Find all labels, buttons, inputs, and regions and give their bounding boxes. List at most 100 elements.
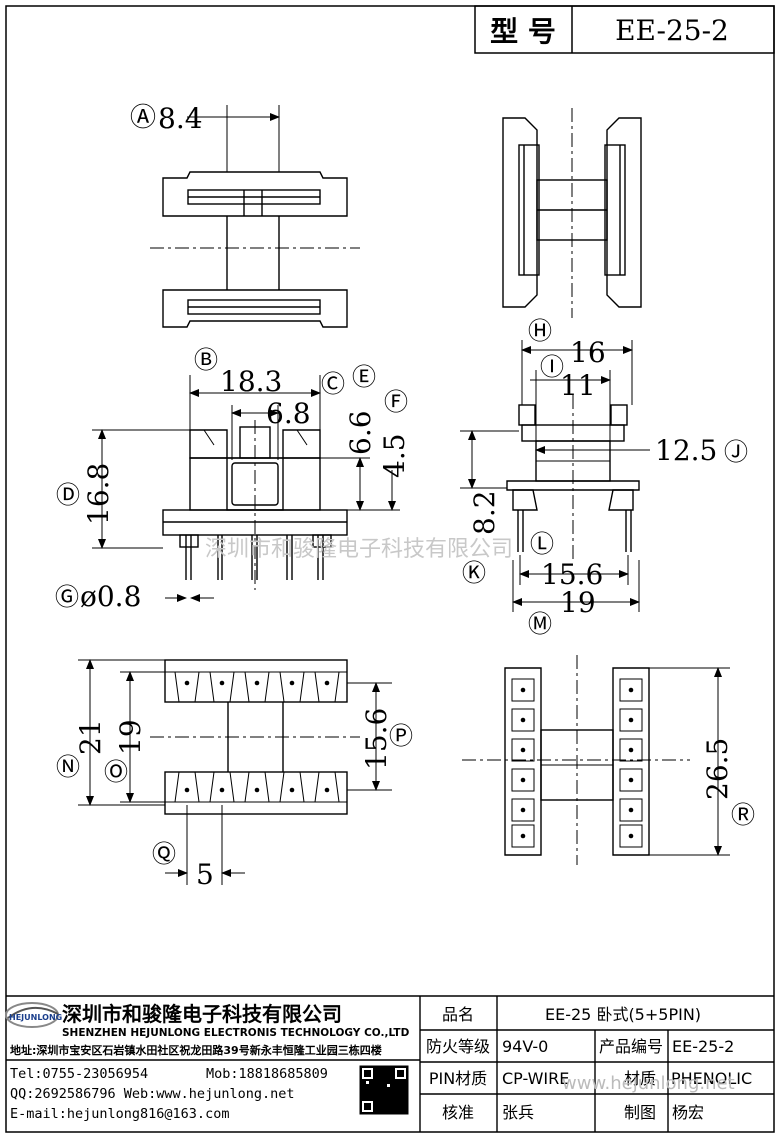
model-box: 型 号 EE-25-2	[474, 5, 775, 54]
label-o: Ⓞ	[104, 758, 128, 786]
pin-hole	[520, 807, 526, 813]
dim-height-f: 4.5	[378, 433, 411, 478]
pin-slot	[314, 671, 340, 703]
spec-code-label: 产品编号	[599, 1037, 663, 1056]
label-p: Ⓟ	[389, 722, 413, 750]
pin-slot	[209, 771, 235, 803]
label-a: Ⓐ	[130, 103, 156, 133]
pin-pad	[511, 708, 535, 732]
label-e: Ⓔ	[352, 363, 376, 391]
pin-pad	[511, 798, 535, 822]
label-f: Ⓕ	[384, 388, 408, 416]
label-l: Ⓛ	[530, 530, 554, 558]
dim-side-width: 16	[570, 336, 606, 369]
company-name-en: SHENZHEN HEJUNLONG ELECTRONIS TECHNOLOGY…	[62, 1027, 410, 1039]
spec-material-value: PHENOLIC	[671, 1069, 752, 1088]
dim-height-e: 6.6	[344, 410, 377, 455]
label-q: Ⓠ	[152, 840, 176, 868]
label-i: Ⓘ	[540, 353, 564, 381]
pin-hole	[628, 807, 634, 813]
pin-slot	[174, 771, 200, 803]
pin-hole	[628, 687, 634, 693]
label-c: Ⓒ	[321, 370, 345, 398]
pin-hole	[254, 787, 260, 793]
spec-name-value: EE-25 卧式(5+5PIN)	[545, 1005, 701, 1024]
pin-pad	[511, 768, 535, 792]
dim-side-center: 12.5	[655, 434, 717, 467]
company-qq-web: QQ:2692586796 Web:www.hejunlong.net	[10, 1086, 294, 1102]
pin-slot	[244, 771, 270, 803]
pin-hole	[324, 680, 330, 686]
spec-fire-value: 94V-0	[502, 1037, 548, 1056]
dim-pin-pitch: 5	[196, 858, 214, 891]
dim-total-height: 16.8	[82, 463, 115, 525]
view-bottom-left	[78, 659, 392, 885]
dim-base-width: 19	[560, 586, 596, 619]
pin-pad	[619, 678, 643, 702]
pin-hole	[324, 787, 330, 793]
dim-top-view-width: 8.4	[158, 102, 203, 135]
pin-slot	[279, 771, 305, 803]
pin-pad	[619, 824, 643, 848]
pin-pad	[619, 768, 643, 792]
side-pin-column-right	[619, 678, 643, 848]
side-pin-column-left	[511, 678, 535, 848]
pin-hole	[184, 787, 190, 793]
pin-hole	[289, 787, 295, 793]
pin-hole	[520, 687, 526, 693]
label-m: Ⓜ	[528, 610, 552, 638]
company-logo: HEJUNLONG	[5, 1002, 62, 1028]
dim-bottom-inner: 19	[114, 719, 147, 755]
pin-pad	[619, 738, 643, 762]
pin-hole	[628, 747, 634, 753]
label-k: Ⓚ	[462, 559, 486, 587]
sheet-border	[5, 5, 775, 1133]
spec-draw-label: 制图	[624, 1103, 656, 1122]
bottom-pin-row-bottom	[174, 771, 340, 803]
company-email: E-mail:hejunlong816@163.com	[10, 1106, 229, 1122]
dim-bottom-outer: 21	[74, 719, 107, 755]
dim-pin-diameter: ø0.8	[80, 580, 141, 613]
pin-hole	[520, 717, 526, 723]
pin-hole	[289, 680, 295, 686]
pin-hole	[184, 680, 190, 686]
dim-side-height: 8.2	[468, 490, 501, 535]
pin-hole	[520, 777, 526, 783]
pin-hole	[628, 833, 634, 839]
watermark-center: 深圳市和骏隆电子科技有限公司	[205, 537, 513, 562]
spec-check-value: 张兵	[502, 1103, 534, 1122]
view-side	[460, 340, 650, 612]
pin-slot	[209, 671, 235, 703]
model-value: EE-25-2	[615, 14, 729, 47]
view-top-left	[150, 105, 360, 328]
spec-check-label: 核准	[442, 1103, 474, 1122]
pin-hole	[219, 787, 225, 793]
pin-slot	[314, 771, 340, 803]
dim-pin-span: 15.6	[541, 558, 603, 591]
pin-slot	[279, 671, 305, 703]
pin-pad	[511, 678, 535, 702]
dim-bottom-pin-row: 15.6	[360, 708, 393, 770]
pin-pad	[619, 708, 643, 732]
dim-side-inner: 11	[560, 369, 596, 402]
dim-front-width: 18.3	[220, 365, 282, 398]
spec-fire-label: 防火等级	[426, 1037, 490, 1056]
label-r: Ⓡ	[731, 801, 755, 829]
pin-slot	[174, 671, 200, 703]
company-mob: Mob:18818685809	[206, 1066, 328, 1082]
pin-hole	[520, 833, 526, 839]
view-bottom-right	[462, 655, 730, 865]
pin-pad	[511, 824, 535, 848]
pin-hole	[628, 717, 634, 723]
view-front	[92, 375, 400, 602]
pin-hole	[219, 680, 225, 686]
label-d: Ⓓ	[56, 481, 80, 509]
bottom-pin-row-top	[174, 671, 340, 703]
logo-text: HEJUNLONG	[9, 1013, 62, 1022]
label-b: Ⓑ	[194, 346, 218, 374]
label-j: Ⓙ	[724, 438, 748, 466]
pin-hole	[520, 747, 526, 753]
footer-watermark: www.hejunlong.net	[562, 1073, 735, 1094]
company-address: 地址:深圳市宝安区石岩镇水田社区祝龙田路39号新永丰恒隆工业园三栋四楼	[10, 1043, 382, 1057]
